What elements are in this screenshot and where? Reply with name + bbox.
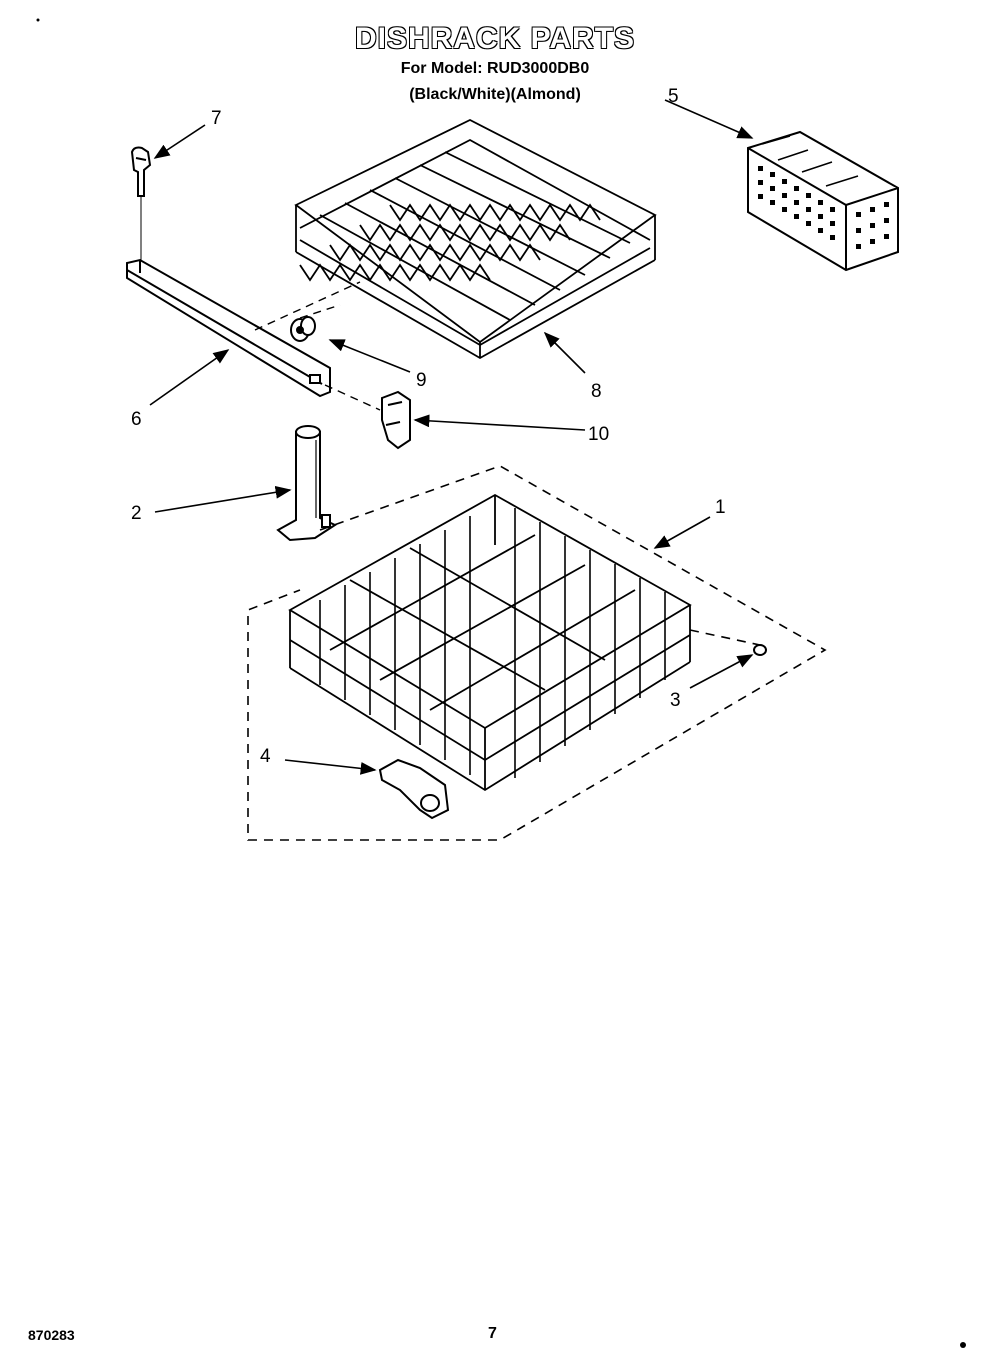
part-9-wheel: [290, 316, 316, 342]
callout-4: 4: [260, 746, 271, 767]
callout-3: 3: [670, 690, 681, 711]
assembly-dashed-lines: [254, 281, 381, 411]
callout-8: 8: [591, 381, 602, 402]
callout-2: 2: [131, 503, 142, 524]
page-number: 7: [488, 1325, 497, 1342]
registration-mark: [960, 1342, 966, 1348]
part-6-rail: [126, 258, 331, 398]
leader-lines: [149, 99, 754, 775]
assembly-dashed-lines: [247, 465, 827, 841]
part-10-stop: [381, 390, 411, 450]
part-1-lower-rack: [288, 493, 692, 792]
part-7-clip: [130, 146, 152, 262]
part-2-wash-tube: [276, 425, 338, 542]
part-8-upper-rack: [294, 118, 657, 360]
model-line: For Model: RUD3000DB0: [400, 60, 590, 77]
callout-7: 7: [211, 108, 222, 129]
page-title: DISHRACK PARTS: [354, 22, 636, 55]
callout-10: 10: [588, 424, 610, 445]
callout-1: 1: [715, 497, 726, 518]
callout-6: 6: [131, 409, 142, 430]
colors-line: (Black/White)(Almond): [409, 86, 581, 103]
registration-mark: [36, 18, 40, 22]
callout-5: 5: [668, 86, 679, 107]
document-number: 870283: [28, 1327, 75, 1343]
part-5-silverware-basket: [747, 130, 899, 272]
callout-9: 9: [416, 370, 427, 391]
part-3-cap: [753, 644, 767, 656]
part-4-wheel-bracket: [378, 758, 450, 820]
